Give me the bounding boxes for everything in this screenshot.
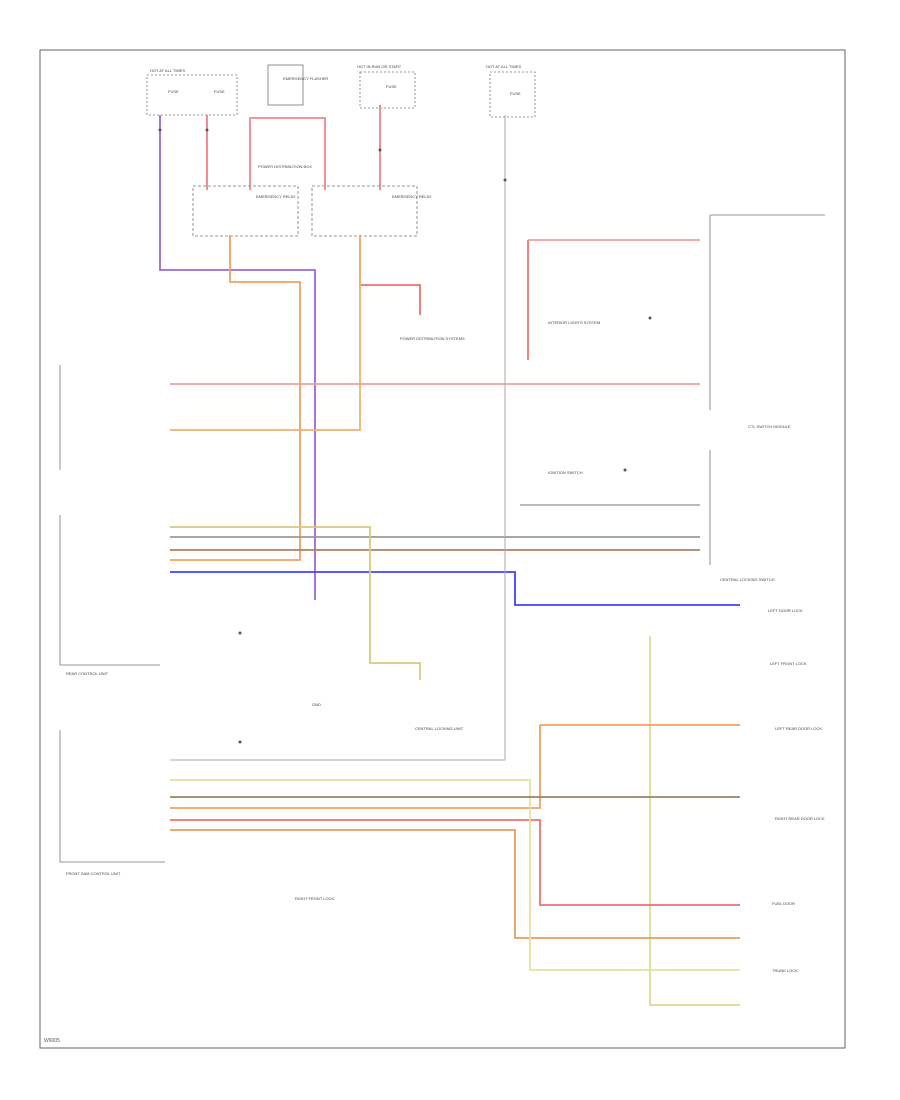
dot-6 [623, 468, 627, 472]
wire-red-3 [359, 235, 421, 315]
wire-pink-loop [249, 117, 326, 190]
label-ground: GND [312, 702, 321, 707]
label-hot-run: HOT IN RUN OR START [357, 64, 402, 69]
label-central-lock-sw: CENTRAL LOCKING SWITCH [720, 577, 775, 582]
fuse-block-mid [359, 71, 416, 109]
emergency-relay-left [192, 185, 299, 237]
wire-orange-fl [170, 725, 541, 809]
emergency-flasher-box [267, 64, 304, 106]
dot-4 [503, 178, 507, 182]
label-left-door-lock: LEFT DOOR LOCK [768, 608, 803, 613]
rear-unit-bracket [59, 515, 160, 666]
dot-3 [378, 148, 382, 152]
label-fuse-c: FUSE [386, 84, 397, 89]
wire-violet [159, 115, 316, 600]
wire-yellow-fl [170, 779, 740, 971]
dot-7 [238, 631, 242, 635]
label-ctl-switch: CTL SWITCH MODULE [748, 424, 791, 429]
wire-orange-1 [170, 235, 301, 561]
label-front-unit: FRONT SAM CONTROL UNIT [66, 871, 121, 876]
module-brackets [59, 214, 825, 863]
dot-2 [205, 128, 209, 132]
label-fuse-b: FUSE [214, 89, 225, 94]
fuse-block-right [489, 71, 536, 118]
label-fuel-door: FUEL DOOR [772, 901, 795, 906]
wires [159, 105, 740, 1006]
label-emergency-flasher: EMERGENCY FLASHER [283, 76, 328, 81]
label-relay-1: EMERGENCY RELAY [256, 194, 296, 199]
dot-8 [238, 740, 242, 744]
label-fuse-d: FUSE [510, 91, 521, 96]
diagram-frame [39, 49, 846, 1049]
wire-red-fl [170, 819, 740, 906]
connector-dots [158, 128, 652, 744]
top-components [146, 64, 536, 237]
label-fuse-a: FUSE [168, 89, 179, 94]
front-unit-bracket [59, 730, 165, 863]
wire-blue [170, 571, 740, 606]
figure-id: W6005 [44, 1038, 60, 1044]
fuse-block-left [146, 74, 238, 116]
dot-5 [648, 316, 652, 320]
label-trunk-lock: TRUNK LOCK [772, 968, 798, 973]
label-power-dist-sys: POWER DISTRIBUTION SYSTEMS [400, 336, 465, 341]
label-power-dist-box: POWER DISTRIBUTION BOX [258, 164, 312, 169]
label-hot-all: HOT AT ALL TIMES [150, 68, 185, 73]
wire-orange-ctl [170, 235, 361, 431]
label-left-rear-lock: LEFT REAR DOOR LOCK [775, 726, 822, 731]
label-left-front-lock: LEFT FRONT LOCK [770, 661, 807, 666]
label-rear-unit: REAR CONTROL UNIT [66, 671, 109, 676]
label-ignition-switch: IGNITION SWITCH [548, 470, 583, 475]
label-relay-2: EMERGENCY RELAY [392, 194, 432, 199]
wire-gray-vert [170, 115, 506, 761]
wire-yellow-1 [649, 636, 740, 1006]
label-right-rear-lock: RIGHT REAR DOOR LOCK [775, 816, 825, 821]
label-hot-all-2: HOT AT ALL TIMES [486, 64, 521, 69]
wire-tan-1 [170, 526, 421, 680]
emergency-relay-right [311, 185, 418, 237]
label-right-front-lock: RIGHT FRONT LOCK [295, 896, 335, 901]
dot-1 [158, 128, 162, 132]
label-interior-lights: INTERIOR LIGHTS SYSTEM [548, 320, 600, 325]
label-central-locking-unit: CENTRAL LOCKING UNIT [415, 726, 464, 731]
wire-tan-fl [170, 829, 740, 939]
